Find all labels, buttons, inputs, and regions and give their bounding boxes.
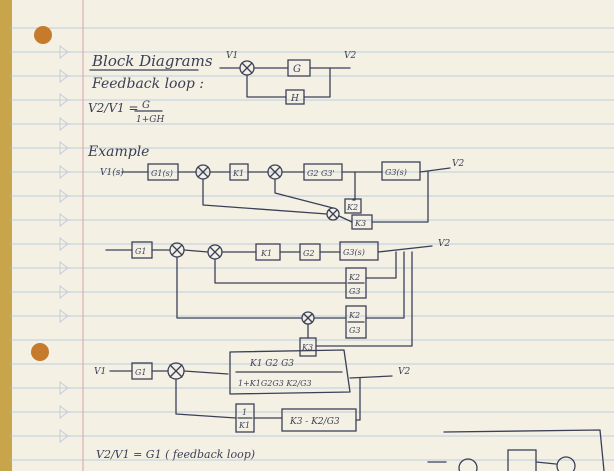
d1-output-label: V2 <box>452 159 464 169</box>
binder-hole <box>34 26 52 44</box>
top-output-label: V2 <box>344 51 356 61</box>
d3-g1-label: G1 <box>135 368 146 377</box>
d2-output-label: V2 <box>438 239 450 249</box>
d3-fb-box1-num: 1 <box>242 408 247 417</box>
d3-tf-den: 1+K1G2G3 K2/G3 <box>238 379 312 388</box>
bottom-formula: V2/V1 = G1 ( feedback loop) <box>96 448 255 461</box>
d1-g2-label: G2 G3' <box>307 169 335 178</box>
d2-fb1-num: K2 <box>348 273 360 282</box>
example-label: Example <box>87 144 149 160</box>
formula-den: 1+GH <box>136 115 164 125</box>
d2-k1-label: K1 <box>260 249 272 258</box>
d2-g1-label: G1 <box>135 247 146 256</box>
d2-fb1-den: G3 <box>349 287 360 296</box>
d3-input-label: V1 <box>94 367 106 377</box>
d3-output-label: V2 <box>398 367 410 377</box>
d2-fb2-num: K2 <box>348 311 360 320</box>
d1-k2-label: K2 <box>346 203 358 212</box>
d1-input-label: V1(s) <box>100 167 124 178</box>
d1-k1-label: K1 <box>232 169 244 178</box>
title-text: Block Diagrams <box>91 52 213 70</box>
top-feedback-label: H <box>290 94 299 104</box>
d1-g1-label: G1(s) <box>151 169 173 178</box>
formula-num: G <box>142 100 150 111</box>
d2-g3-label: G3(s) <box>343 248 365 257</box>
formula-lhs: V2/V1 = <box>88 101 139 115</box>
d2-fb2-den: G3 <box>349 326 360 335</box>
d3-fb-box2-label: K3 - K2/G3 <box>289 417 340 427</box>
page-edge <box>0 0 12 471</box>
top-forward-label: G <box>293 64 301 75</box>
d3-tf-num: K1 G2 G3 <box>249 359 294 369</box>
d2-g2-label: G2 <box>303 249 314 258</box>
d1-g3-label: G3(s) <box>385 168 407 177</box>
d3-fb-box1-den: K1 <box>238 421 250 430</box>
subtitle-text: Feedback loop : <box>91 76 204 92</box>
binder-hole <box>31 343 49 361</box>
d1-k3-label: K3 <box>354 219 366 228</box>
top-input-label: V1 <box>226 51 238 61</box>
